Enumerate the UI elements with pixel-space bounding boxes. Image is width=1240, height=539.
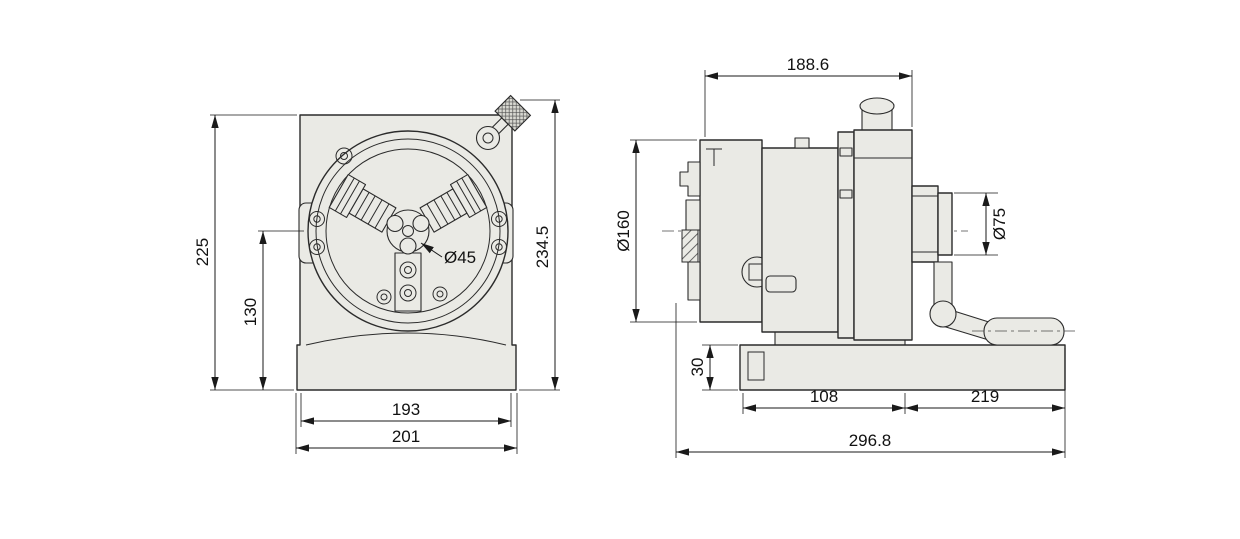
chuck-jaw <box>419 173 488 233</box>
dim-body-height: 225 <box>193 114 297 391</box>
dim-label-base-height: 30 <box>688 358 707 377</box>
chuck-face <box>325 148 491 314</box>
dim-overall-length: 296.8 <box>675 303 1066 458</box>
dim-overall-height: 234.5 <box>519 99 560 391</box>
dim-center-height: 130 <box>241 230 304 390</box>
chuck-ring <box>315 138 501 324</box>
side-jaw-serration <box>681 229 699 263</box>
dim-label-body-length: 188.6 <box>787 55 830 74</box>
plunger-knob <box>859 97 895 115</box>
dim-label-chuck-diameter: Ø160 <box>614 210 633 252</box>
side-jaw-top <box>679 161 701 197</box>
housing-plate <box>765 275 797 293</box>
side-jaw-mid <box>685 199 701 231</box>
rear-spindle <box>911 185 939 263</box>
dim-base-width: 201 <box>295 393 518 454</box>
dim-body-length: 188.6 <box>704 55 913 137</box>
main-housing <box>761 147 839 333</box>
rear-housing <box>853 129 913 341</box>
dim-label-spindle-nose-diameter: Ø75 <box>990 208 1009 240</box>
dim-base-slot-length: 108 <box>742 387 906 414</box>
dim-label-body-width: 193 <box>392 400 420 419</box>
bore-leader-line <box>420 242 443 258</box>
dim-label-base-slot-length: 108 <box>810 387 838 406</box>
dim-label-base-width: 201 <box>392 427 420 446</box>
base-slot <box>747 351 765 381</box>
crank-grip <box>983 317 1065 346</box>
front-body-arc <box>305 332 507 346</box>
base-plate <box>739 344 1066 391</box>
dim-body-width: 193 <box>300 393 512 427</box>
dim-label-overall-length: 296.8 <box>849 431 892 450</box>
locking-knob <box>475 94 532 151</box>
dim-label-handle-extension: 219 <box>971 387 999 406</box>
side-view: 188.6 Ø160 Ø75 30 108 219 <box>614 55 1075 458</box>
crank-hub <box>929 300 957 328</box>
dim-handle-extension: 219 <box>905 387 1065 412</box>
front-view: Ø45 225 130 234.5 193 201 <box>193 94 560 454</box>
side-chuck-body <box>699 139 763 323</box>
dim-spindle-nose-diameter: Ø75 <box>954 192 1009 256</box>
side-jaw-bottom <box>687 261 701 301</box>
dim-label-body-height: 225 <box>193 238 212 266</box>
dim-chuck-diameter: Ø160 <box>614 139 697 323</box>
dim-label-spindle-bore: Ø45 <box>444 248 476 267</box>
clamp-band <box>837 131 855 339</box>
dim-base-height: 30 <box>688 344 738 391</box>
chuck-jaw-bottom <box>394 252 422 312</box>
spindle-end-cap <box>937 192 953 256</box>
flange-bolts <box>309 147 507 305</box>
dim-label-center-height: 130 <box>241 298 260 326</box>
dim-label-overall-height: 234.5 <box>533 226 552 269</box>
chuck-center-cap <box>386 209 430 255</box>
chuck-jaw <box>328 173 397 233</box>
